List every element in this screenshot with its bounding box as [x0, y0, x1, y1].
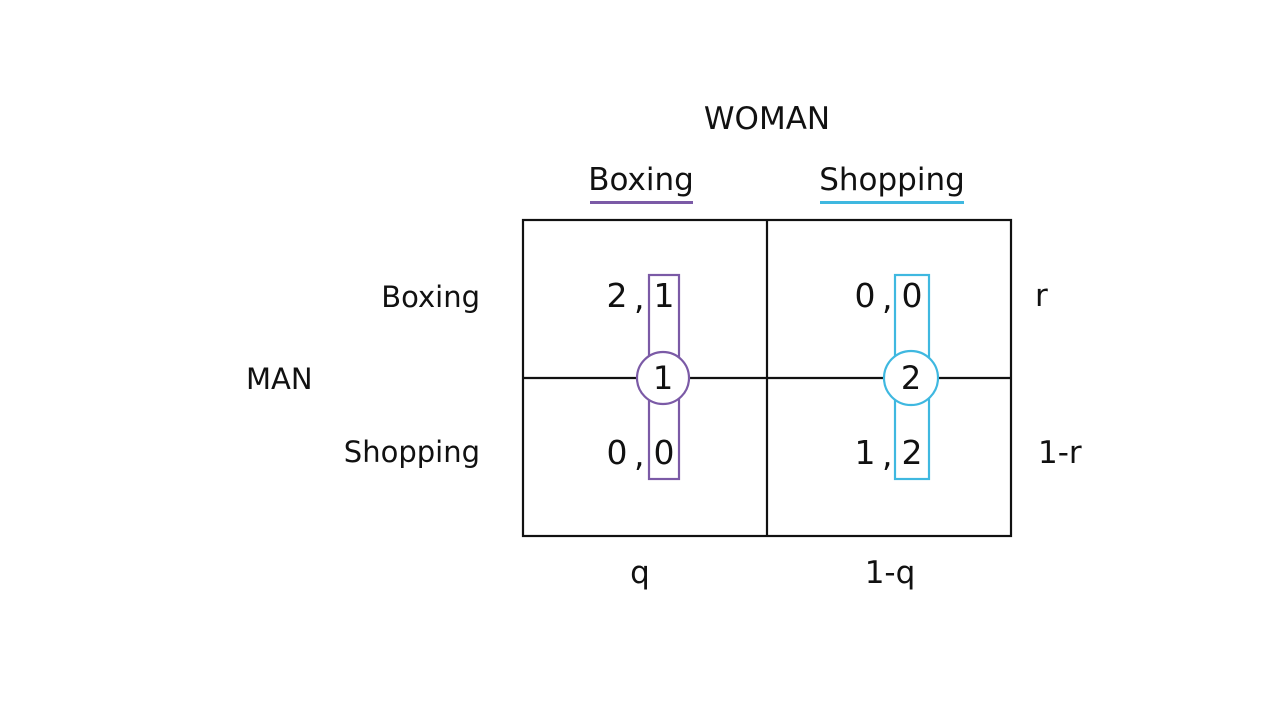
- payoff-separator: ,: [882, 278, 893, 317]
- payoff-separator: ,: [634, 435, 645, 474]
- player-label-man: MAN: [246, 362, 313, 396]
- column-underline-shopping: [820, 201, 964, 204]
- payoff-separator: ,: [882, 435, 893, 474]
- column-probability-q: q: [630, 555, 650, 591]
- marker-circle-2: [882, 349, 940, 407]
- payoff-woman: 1: [653, 276, 675, 315]
- marker-number-1: 1: [652, 359, 674, 397]
- row-strategy-shopping: Shopping: [343, 435, 480, 469]
- payoff-man: 2: [606, 276, 628, 315]
- column-strategy-boxing: Boxing: [588, 162, 694, 198]
- marker-number-2: 2: [900, 359, 922, 397]
- payoff-woman: 0: [901, 276, 923, 315]
- row-strategy-boxing: Boxing: [381, 280, 480, 314]
- column-strategy-shopping: Shopping: [819, 162, 965, 198]
- payoff-woman: 2: [901, 433, 923, 472]
- payoff-woman: 0: [653, 433, 675, 472]
- row-probability-1-r: 1-r: [1038, 435, 1082, 471]
- marker-circle-1: [635, 350, 691, 406]
- payoff-man: 0: [606, 433, 628, 472]
- player-label-woman: WOMAN: [703, 101, 831, 137]
- payoff-separator: ,: [634, 278, 645, 317]
- column-underline-boxing: [590, 201, 693, 204]
- row-probability-r: r: [1035, 278, 1048, 314]
- column-probability-1-q: 1-q: [864, 555, 916, 591]
- payoff-man: 1: [854, 433, 876, 472]
- payoff-man: 0: [854, 276, 876, 315]
